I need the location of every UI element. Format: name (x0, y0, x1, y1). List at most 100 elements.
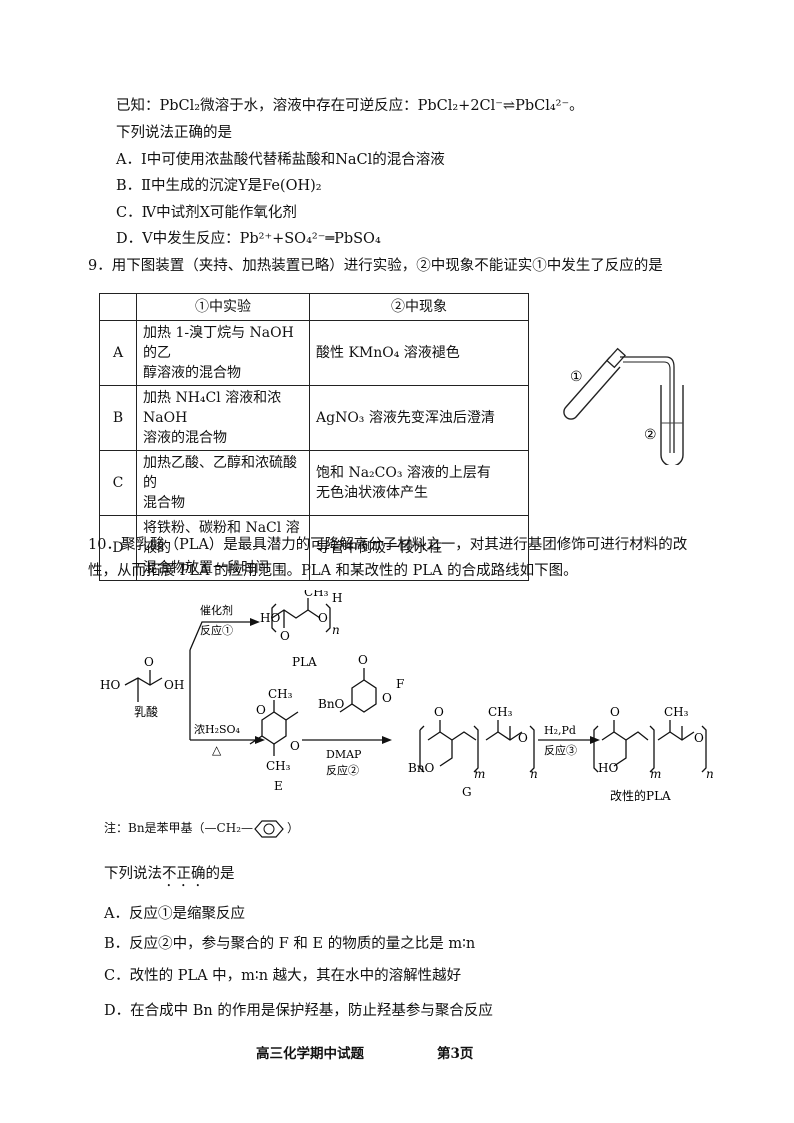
observation-line: 无色油状液体产生 (316, 485, 428, 501)
h2pd-label: H₂,Pd (544, 724, 576, 737)
observation-cell: 饱和 Na₂CO₃ 溶液的上层有无色油状液体产生 (309, 450, 529, 516)
table-row: A 加热 1-溴丁烷与 NaOH 的乙醇溶液的混合物 酸性 KMnO₄ 溶液褪色 (99, 320, 529, 386)
observation-cell: 导管中倒吸一段水柱 (309, 515, 529, 581)
footer-title: 高三化学期中试题 (256, 1046, 364, 1062)
q10-stem-line2: 性，从而拓展 PLA 的应用范围。PLA 和某改性的 PLA 的合成路线如下图。 (88, 563, 578, 579)
reaction1-label: 反应① (200, 623, 233, 637)
experiment-line: 加热乙酸、乙醇和浓硫酸的 (143, 455, 297, 491)
table-header-row: ①中实验 ②中现象 (99, 293, 529, 321)
svg-text:H: H (332, 591, 342, 605)
benzene-ring-icon (254, 819, 284, 838)
svg-text:m: m (474, 767, 485, 781)
prompt-emphasis: 不正确 (162, 866, 206, 882)
q8-option-c: C．Ⅳ中试剂X可能作氧化剂 (116, 205, 297, 221)
q10-option-d: D．在合成中 Bn 的作用是保护羟基，防止羟基参与聚合反应 (104, 1003, 493, 1019)
table-row: B 加热 NH₄Cl 溶液和浓 NaOH 溶液的混合物 AgNO₃ 溶液先变浑浊后… (99, 385, 529, 451)
svg-text:BnO: BnO (318, 697, 345, 711)
prompt-text: 的是 (205, 866, 235, 882)
experiment-cell: 加热乙酸、乙醇和浓硫酸的混合物 (136, 450, 310, 516)
svg-text:n: n (530, 767, 538, 781)
q10-option-a: A．反应①是缩聚反应 (104, 906, 245, 922)
table-row: D 将铁粉、碳粉和 NaCl 溶液的混合物放置一段时间 导管中倒吸一段水柱 (99, 515, 529, 581)
q8-option-b: B．Ⅱ中生成的沉淀Y是Fe(OH)₂ (116, 178, 322, 194)
svg-text:HO: HO (260, 611, 280, 625)
label-2: ② (644, 427, 657, 443)
q8-option-d: D．Ⅴ中发生反应：Pb²⁺+SO₄²⁻═PbSO₄ (116, 231, 381, 247)
experiment-cell: 加热 NH₄Cl 溶液和浓 NaOH 溶液的混合物 (136, 385, 310, 451)
experiment-line: 醇溶液的混合物 (143, 365, 241, 381)
header-cell: ②中现象 (309, 293, 529, 321)
table-row: C 加热乙酸、乙醇和浓硫酸的混合物 饱和 Na₂CO₃ 溶液的上层有无色油状液体… (99, 450, 529, 516)
apparatus-diagram: ① ② (563, 347, 684, 465)
test-tube-1 (563, 347, 626, 420)
q9-stem: 9．用下图装置（夹持、加热装置已略）进行实验，②中现象不能证实①中发生了反应的是 (88, 258, 663, 274)
experiment-line: 加热 NH₄Cl 溶液和浓 NaOH (143, 390, 282, 426)
lactic-acid-label: 乳酸 (134, 704, 158, 719)
bn-note: 注：Bn是苯甲基（—CH₂— ） (104, 818, 299, 839)
svg-text:O: O (280, 629, 290, 643)
conc-h2so4-label: 浓H₂SO₄ (194, 723, 241, 736)
q10-option-b: B．反应②中，参与聚合的 F 和 E 的物质的量之比是 m∶n (104, 936, 476, 952)
svg-text:HO: HO (598, 761, 618, 775)
observation-line: AgNO₃ 溶液先变浑浊后澄清 (316, 410, 495, 426)
dmap-label: DMAP (326, 748, 362, 761)
experiment-line: 混合物 (143, 495, 185, 511)
experiment-cell: 将铁粉、碳粉和 NaCl 溶液的混合物放置一段时间 (136, 515, 310, 581)
experiment-line: 混合物放置一段时间 (143, 560, 269, 576)
bn-note-text: 注：Bn是苯甲基（—CH₂— (104, 821, 254, 835)
g-label: G (462, 785, 472, 799)
prompt-text: 下列说法 (104, 866, 162, 882)
svg-text:BnO: BnO (408, 761, 435, 775)
row-key: B (99, 385, 137, 451)
row-key: D (99, 515, 137, 581)
svg-text:CH₃: CH₃ (268, 687, 293, 701)
synthesis-scheme: HO O OH 乳酸 催化剂 反应① HO CH₃ O O H n PLA 浓H… (100, 590, 714, 803)
experiment-cell: 加热 1-溴丁烷与 NaOH 的乙醇溶液的混合物 (136, 320, 310, 386)
q10-prompt: 下列说法不正确的是 (104, 864, 235, 890)
q8-prompt: 下列说法正确的是 (116, 125, 232, 141)
q10-stem-line1: 10．聚乳酸（PLA）是最具潜力的可降解高分子材料之一，对其进行基团修饰可进行材… (88, 537, 688, 553)
label-1: ① (570, 369, 583, 385)
catalyst-label: 催化剂 (200, 603, 233, 617)
observation-line: 导管中倒吸一段水柱 (316, 540, 442, 556)
svg-text:O: O (318, 611, 328, 625)
svg-text:m: m (650, 767, 661, 781)
e-label: E (274, 779, 283, 793)
modified-pla-label: 改性的PLA (610, 788, 671, 803)
pla-label: PLA (292, 655, 317, 669)
observation-cell: AgNO₃ 溶液先变浑浊后澄清 (309, 385, 529, 451)
svg-text:O: O (256, 703, 266, 717)
reaction2-label: 反应② (326, 763, 359, 777)
svg-text:OH: OH (164, 678, 184, 692)
q10-option-c: C．改性的 PLA 中，m∶n 越大，其在水中的溶解性越好 (104, 968, 462, 984)
svg-text:O: O (382, 691, 392, 705)
observation-line: 饱和 Na₂CO₃ 溶液的上层有 (316, 465, 491, 481)
q8-known: 已知：PbCl₂微溶于水，溶液中存在可逆反应：PbCl₂+2Cl⁻⇌PbCl₄²… (116, 98, 584, 114)
f-label: F (396, 677, 404, 691)
bn-note-end: ） (287, 821, 300, 835)
header-cell: ①中实验 (136, 293, 310, 321)
row-key: C (99, 450, 137, 516)
footer-page: 第3页 (437, 1046, 474, 1062)
observation-cell: 酸性 KMnO₄ 溶液褪色 (309, 320, 529, 386)
q9-table: ①中实验 ②中现象 A 加热 1-溴丁烷与 NaOH 的乙醇溶液的混合物 酸性 … (99, 293, 529, 581)
svg-text:n: n (332, 623, 340, 637)
row-key: A (99, 320, 137, 386)
svg-text:CH₃: CH₃ (488, 705, 513, 719)
svg-text:O: O (694, 731, 704, 745)
svg-text:O: O (518, 731, 528, 745)
svg-text:O: O (434, 705, 444, 719)
experiment-line: 溶液的混合物 (143, 430, 227, 446)
svg-text:CH₃: CH₃ (664, 705, 689, 719)
reaction3-label: 反应③ (544, 743, 577, 757)
header-cell (99, 293, 137, 321)
svg-text:O: O (358, 653, 368, 667)
experiment-line: 加热 1-溴丁烷与 NaOH 的乙 (143, 325, 294, 361)
observation-line: 酸性 KMnO₄ 溶液褪色 (316, 345, 460, 361)
test-tube-2 (660, 385, 684, 465)
delivery-tube (620, 356, 675, 453)
svg-text:O: O (610, 705, 620, 719)
svg-text:CH₃: CH₃ (304, 590, 329, 599)
svg-text:O: O (290, 739, 300, 753)
svg-text:HO: HO (100, 678, 120, 692)
